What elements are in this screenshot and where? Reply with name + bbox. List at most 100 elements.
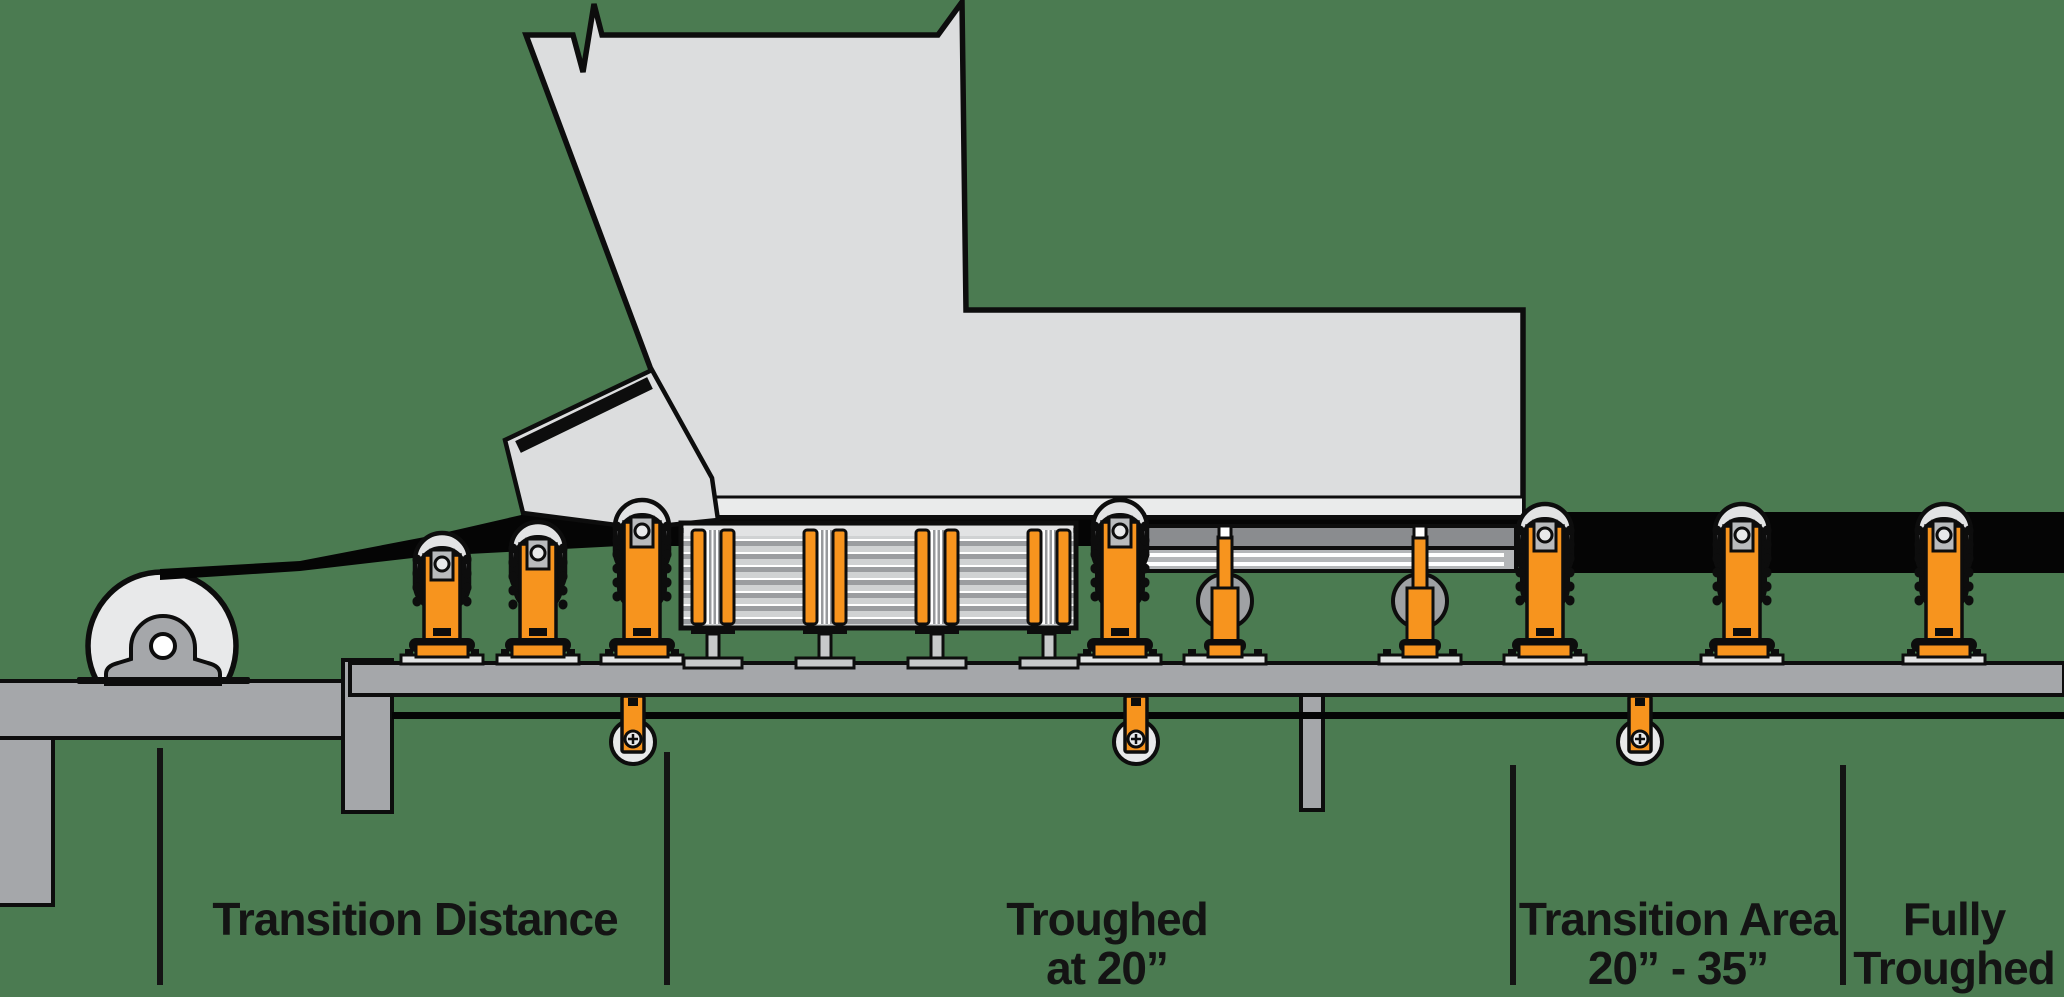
- impact-bar: [831, 528, 848, 626]
- label-transition-distance: Transition Distance: [212, 893, 618, 945]
- drop-post-notch: [1217, 524, 1233, 540]
- cradle-ibeam: [794, 627, 856, 670]
- tail-frame-bar: [0, 679, 345, 740]
- base-bolt: [1973, 649, 1981, 655]
- idler-stand: [1699, 501, 1785, 666]
- spoon-wear-liner: [515, 377, 653, 453]
- body-notch: [1733, 628, 1751, 636]
- belt-troughed-band: [1523, 512, 2064, 573]
- clamp-slot: [1142, 562, 1504, 566]
- base-bolt: [1508, 649, 1516, 655]
- pulley-axle-hole: [149, 632, 177, 660]
- slat-line: [718, 530, 721, 624]
- ibeam-web: [1041, 632, 1057, 662]
- clamp-slot: [1142, 553, 1504, 557]
- impact-bar: [1055, 528, 1072, 626]
- base-bolt: [471, 649, 479, 655]
- belt-transition-wedge: [160, 512, 620, 580]
- foot-base: [614, 642, 670, 659]
- label-fully-line1: Fully: [1903, 893, 2007, 945]
- bolt-hole: [1111, 522, 1129, 540]
- bolt-hole: [433, 555, 451, 573]
- impact-bar: [1026, 528, 1043, 626]
- ibeam-web: [817, 632, 833, 662]
- body-notch: [433, 628, 451, 636]
- label-fully-line2: Troughed: [1853, 942, 2055, 994]
- pedestal-base-strip: [77, 677, 250, 684]
- label-troughed-line2: at 20”: [1046, 942, 1168, 994]
- return-belt: [392, 712, 2064, 719]
- ibeam-cap: [803, 627, 847, 634]
- body-notch: [1536, 628, 1554, 636]
- slat-line: [830, 530, 833, 624]
- bolt-hole: [1733, 526, 1751, 544]
- base-bolt: [1771, 649, 1779, 655]
- cradle-ibeam: [1018, 627, 1080, 670]
- body-notch: [633, 628, 651, 636]
- foot-base: [1517, 642, 1573, 659]
- base-bolt: [1083, 649, 1091, 655]
- return-roller: [609, 694, 657, 766]
- idler-stand: [1901, 501, 1987, 666]
- foot-base: [1092, 642, 1148, 659]
- base-bolt: [405, 649, 413, 655]
- base-bolt: [1907, 649, 1915, 655]
- base-bolt: [1149, 649, 1157, 655]
- impact-bar: [802, 528, 819, 626]
- zone-divider-line: [1840, 765, 1846, 985]
- bracket-notch: [628, 698, 638, 706]
- body-notch: [1935, 628, 1953, 636]
- slat-line: [1049, 530, 1052, 624]
- cradle-top-band: [684, 526, 1073, 536]
- impact-bar: [943, 528, 960, 626]
- foot-base: [510, 642, 566, 659]
- bracket-notch: [1131, 698, 1141, 706]
- zone-labels: Transition Distance Troughed at 20” Tran…: [212, 893, 2055, 994]
- drop-body: [1210, 586, 1240, 646]
- base-bolt: [1705, 649, 1713, 655]
- bolt-hole: [633, 522, 651, 540]
- bolt-hole: [1935, 526, 1953, 544]
- impact-bar: [719, 528, 736, 626]
- label-troughed-line1: Troughed: [1006, 893, 1208, 945]
- zone-dividers: [157, 748, 1846, 985]
- impact-cradle: [678, 520, 1080, 670]
- ibeam-flange: [906, 656, 968, 670]
- ibeam-web: [929, 632, 945, 662]
- return-rollers: [609, 694, 1664, 766]
- cradle-slat-group: [914, 528, 960, 626]
- slat-line: [825, 530, 828, 624]
- idler-stands: [399, 497, 1987, 666]
- base-bolt: [567, 649, 575, 655]
- slat-line: [933, 530, 936, 624]
- ibeam-cap: [1027, 627, 1071, 634]
- drop-idler: [1182, 524, 1268, 666]
- ibeam-flange: [682, 656, 744, 670]
- label-transition-area-line1: Transition Area: [1519, 893, 1839, 945]
- foot-base: [1401, 642, 1439, 659]
- support-leg-left: [0, 736, 55, 907]
- cradle-slat-group: [802, 528, 848, 626]
- foot-base: [1916, 642, 1972, 659]
- base-bolt: [501, 649, 509, 655]
- idler-stand: [495, 519, 581, 666]
- body-notch: [1111, 628, 1129, 636]
- base-bolt: [1188, 649, 1196, 655]
- base-bolt: [1254, 649, 1262, 655]
- slat-line: [709, 530, 712, 624]
- skirt-clamp-rail: [1128, 524, 1518, 573]
- ibeam-cap: [915, 627, 959, 634]
- ibeam-cap: [691, 627, 735, 634]
- ibeam-flange: [1018, 656, 1080, 670]
- cradle-box: [678, 520, 1079, 631]
- pulley-pedestal: [77, 614, 250, 686]
- base-bolt: [671, 649, 679, 655]
- cradle-slat-group: [690, 528, 736, 626]
- drop-body: [1405, 586, 1435, 646]
- base-bolt: [1574, 649, 1582, 655]
- zone-divider-line: [157, 748, 163, 985]
- slat-line: [942, 530, 945, 624]
- base-bolt: [1383, 649, 1391, 655]
- idler-stand: [399, 530, 485, 666]
